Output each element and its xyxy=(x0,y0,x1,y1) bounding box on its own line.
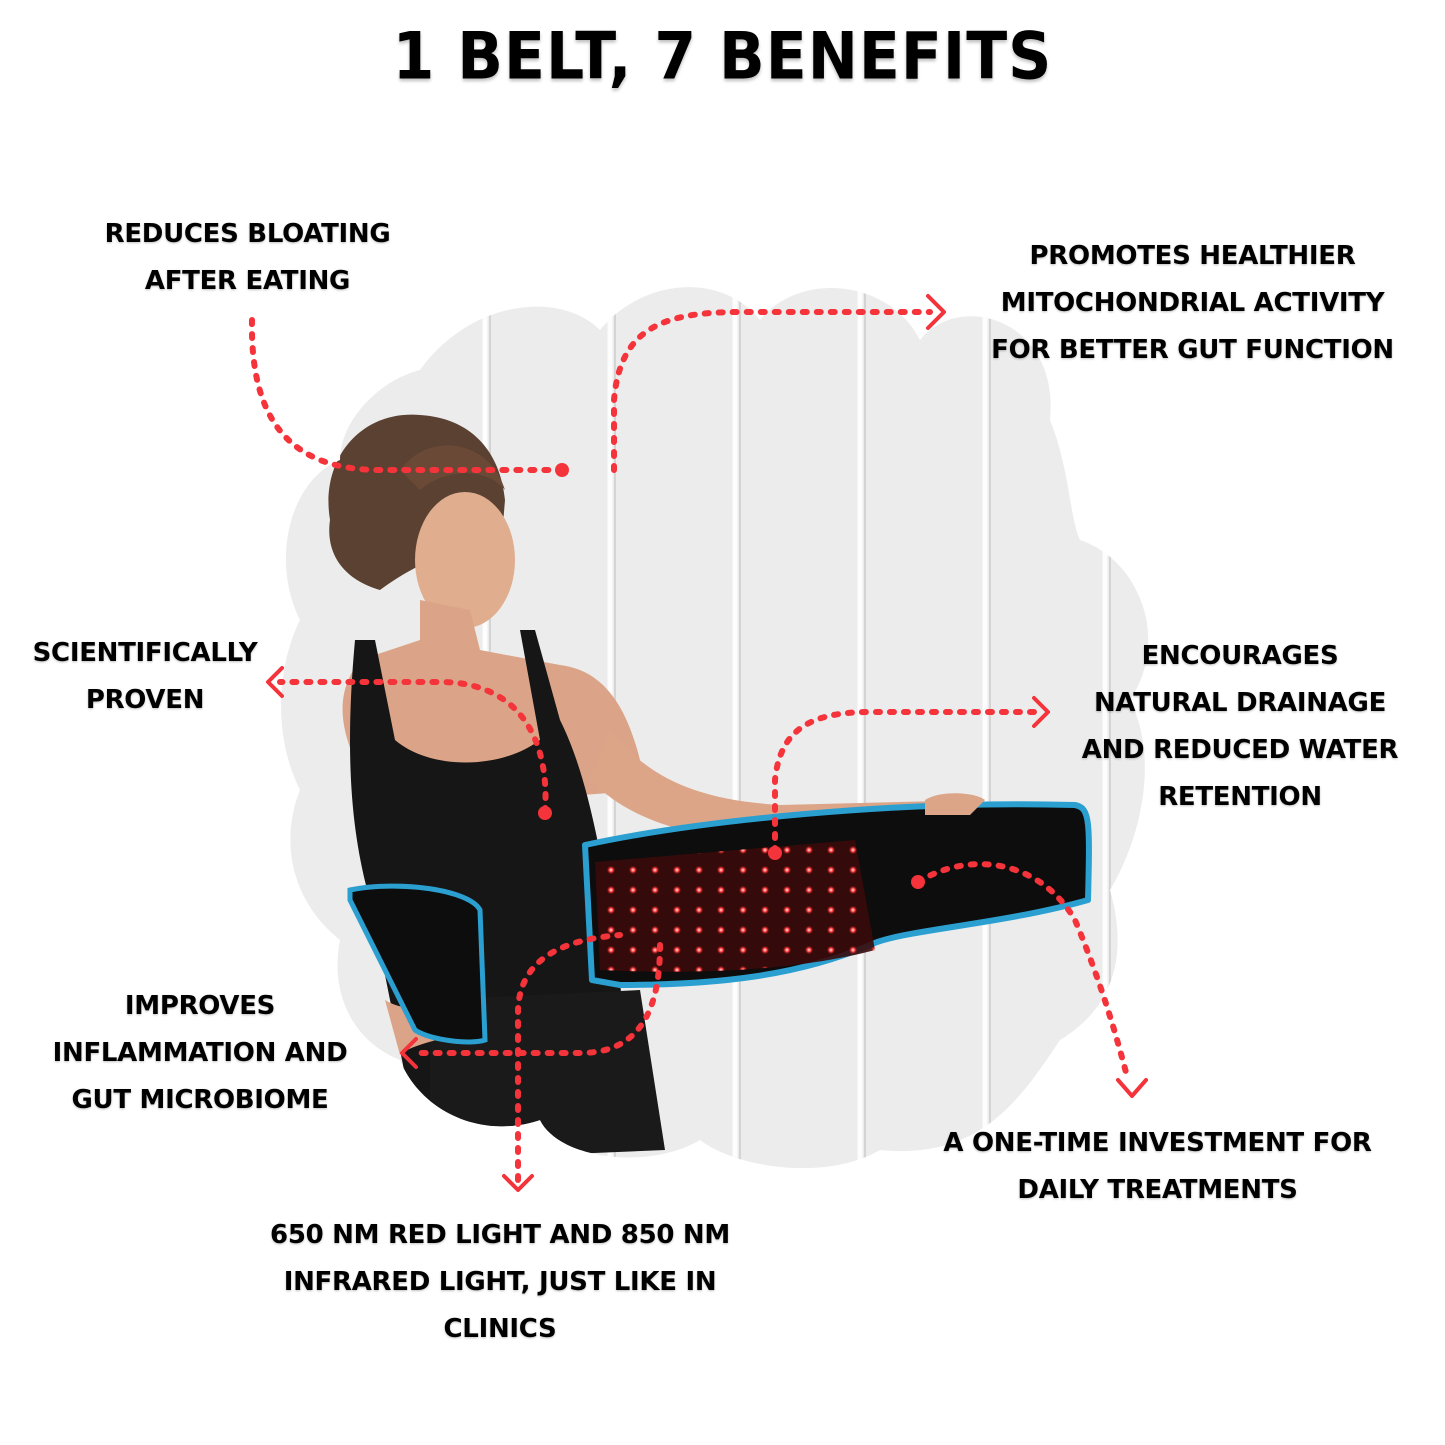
benefit-line: ENCOURAGES xyxy=(1141,641,1339,671)
benefit-mitochondrial: PROMOTES HEALTHIER MITOCHONDRIAL ACTIVIT… xyxy=(940,233,1445,374)
benefit-line: INFRARED LIGHT, JUST LIKE IN xyxy=(283,1267,717,1297)
dotted-arrow-icon xyxy=(248,309,1131,1183)
photo-scallop-frame xyxy=(281,287,1149,1169)
benefit-line: NATURAL DRAINAGE xyxy=(1093,688,1387,718)
benefit-line: SCIENTIFICALLY xyxy=(32,638,258,668)
benefit-line: CLINICS xyxy=(443,1314,557,1344)
benefit-line: AND REDUCED WATER xyxy=(1081,735,1399,765)
benefit-line: REDUCES BLOATING xyxy=(104,219,391,249)
page-title: 1 BELT, 7 BENEFITS xyxy=(392,19,1053,95)
benefit-wavelength: 650 NM RED LIGHT AND 850 NM INFRARED LIG… xyxy=(200,1212,800,1353)
benefit-line: GUT MICROBIOME xyxy=(71,1085,329,1115)
benefit-line: PROMOTES HEALTHIER xyxy=(1029,241,1356,271)
benefit-inflammation: IMPROVES INFLAMMATION AND GUT MICROBIOME xyxy=(5,983,395,1124)
benefit-line: AFTER EATING xyxy=(144,266,351,296)
benefit-line: MITOCHONDRIAL ACTIVITY xyxy=(1000,288,1385,318)
benefit-line: DAILY TREATMENTS xyxy=(1017,1175,1298,1205)
benefit-line: A ONE-TIME INVESTMENT FOR xyxy=(943,1128,1372,1158)
benefit-line: FOR BETTER GUT FUNCTION xyxy=(991,335,1394,365)
benefit-investment: A ONE-TIME INVESTMENT FOR DAILY TREATMEN… xyxy=(880,1120,1435,1214)
benefit-line: INFLAMMATION AND xyxy=(52,1038,348,1068)
benefit-scientific: SCIENTIFICALLY PROVEN xyxy=(0,630,290,724)
benefit-bloating: REDUCES BLOATING AFTER EATING xyxy=(50,211,445,305)
benefit-drainage: ENCOURAGES NATURAL DRAINAGE AND REDUCED … xyxy=(1035,633,1445,821)
led-panel-icon xyxy=(595,840,875,972)
benefit-line: PROVEN xyxy=(85,685,205,715)
benefit-line: 650 NM RED LIGHT AND 850 NM xyxy=(270,1220,730,1250)
benefit-line: RETENTION xyxy=(1158,782,1322,812)
benefit-line: IMPROVES xyxy=(124,991,276,1021)
